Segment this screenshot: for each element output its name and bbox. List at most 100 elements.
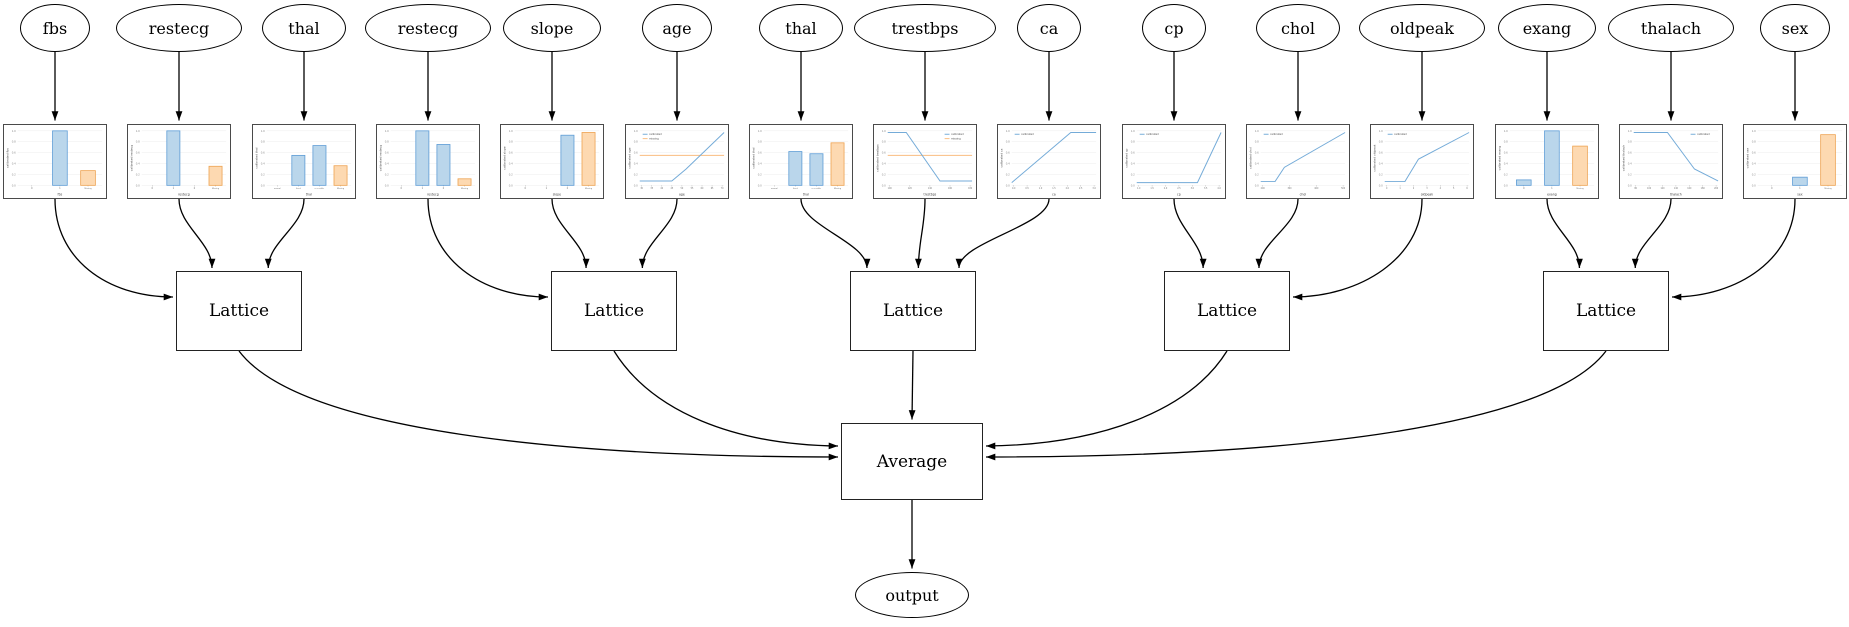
svg-text:55: 55	[691, 187, 694, 190]
svg-text:calibrated thal: calibrated thal	[751, 147, 755, 168]
svg-text:0.6: 0.6	[634, 151, 638, 155]
svg-text:0.0: 0.0	[1752, 183, 1756, 187]
input-node-ca: ca	[1017, 4, 1081, 52]
input-node-chol: chol	[1256, 4, 1340, 52]
svg-text:400: 400	[1314, 187, 1319, 190]
input-node-exang: exang	[1498, 4, 1596, 52]
svg-text:cp: cp	[1177, 193, 1181, 197]
svg-text:1.0: 1.0	[1504, 129, 1508, 133]
svg-text:3.5: 3.5	[1204, 187, 1208, 190]
svg-text:0.8: 0.8	[634, 140, 638, 144]
svg-text:0.6: 0.6	[1131, 151, 1135, 155]
svg-text:calibrated restecg: calibrated restecg	[378, 145, 382, 171]
svg-text:0.6: 0.6	[1628, 151, 1632, 155]
svg-text:0.8: 0.8	[1628, 140, 1632, 144]
svg-text:Missing: Missing	[834, 188, 842, 190]
svg-text:1.0: 1.0	[1006, 129, 1010, 133]
svg-text:0.4: 0.4	[1006, 162, 1010, 166]
svg-text:0.8: 0.8	[136, 140, 140, 144]
svg-text:100: 100	[888, 187, 893, 190]
svg-text:Missing: Missing	[212, 188, 220, 190]
svg-text:0.8: 0.8	[385, 140, 389, 144]
edge	[985, 350, 1228, 450]
svg-text:calibrated: calibrated	[649, 132, 662, 136]
svg-text:0.8: 0.8	[1131, 140, 1135, 144]
edge	[54, 198, 174, 301]
svg-text:1.0: 1.0	[1379, 129, 1383, 133]
svg-text:calibrated: calibrated	[951, 132, 964, 136]
svg-text:0.8: 0.8	[1504, 140, 1508, 144]
svg-text:calibrated restecg: calibrated restecg	[129, 145, 133, 171]
svg-text:0.8: 0.8	[12, 140, 16, 144]
svg-text:0.4: 0.4	[385, 162, 389, 166]
svg-text:0.4: 0.4	[261, 162, 265, 166]
svg-text:0: 0	[31, 187, 33, 190]
input-node-oldpeak: oldpeak	[1358, 4, 1486, 52]
lattice-node-3: Lattice	[850, 271, 976, 351]
svg-text:0.0: 0.0	[12, 183, 16, 187]
svg-text:calibrated slope: calibrated slope	[502, 146, 506, 169]
svg-text:4: 4	[1440, 187, 1442, 190]
svg-text:0.4: 0.4	[12, 162, 16, 166]
svg-text:300: 300	[1287, 187, 1292, 190]
svg-text:0.0: 0.0	[758, 183, 762, 187]
svg-text:2: 2	[1413, 187, 1415, 190]
svg-text:0.4: 0.4	[882, 162, 886, 166]
svg-text:calibrated thal: calibrated thal	[254, 147, 258, 168]
svg-text:1.0: 1.0	[1137, 187, 1141, 190]
svg-text:0.0: 0.0	[882, 183, 886, 187]
svg-text:0.8: 0.8	[509, 140, 513, 144]
edge	[638, 198, 678, 269]
svg-text:0.0: 0.0	[1504, 183, 1508, 187]
svg-text:Missing: Missing	[337, 188, 345, 190]
svg-text:0.6: 0.6	[1379, 151, 1383, 155]
input-node-cp: cp	[1142, 4, 1206, 52]
svg-text:1.0: 1.0	[758, 129, 762, 133]
edge	[1631, 198, 1672, 269]
svg-text:0.2: 0.2	[1131, 172, 1135, 176]
edge	[238, 350, 839, 461]
input-node-sex: sex	[1760, 4, 1830, 52]
svg-text:0.6: 0.6	[261, 151, 265, 155]
svg-text:missing: missing	[951, 137, 961, 141]
svg-text:1: 1	[1399, 187, 1401, 190]
svg-text:calibrated ca: calibrated ca	[999, 148, 1003, 167]
svg-text:5: 5	[1453, 187, 1455, 190]
svg-text:0: 0	[524, 187, 526, 190]
svg-text:2: 2	[194, 187, 196, 190]
svg-text:0.8: 0.8	[261, 140, 265, 144]
edge	[1671, 198, 1796, 301]
svg-text:0.6: 0.6	[509, 151, 513, 155]
svg-text:0: 0	[151, 187, 153, 190]
input-node-thal: thal	[262, 4, 346, 52]
svg-text:0.4: 0.4	[1504, 162, 1508, 166]
lattice-node-5: Lattice	[1543, 271, 1669, 351]
svg-text:0.4: 0.4	[509, 162, 513, 166]
svg-text:0.4: 0.4	[1255, 162, 1259, 166]
edge	[908, 350, 916, 420]
svg-text:Missing: Missing	[1824, 188, 1832, 190]
svg-text:calibrated: calibrated	[1146, 132, 1159, 136]
svg-text:1.0: 1.0	[509, 129, 513, 133]
svg-text:0.8: 0.8	[1255, 140, 1259, 144]
edge	[800, 198, 871, 269]
input-node-thal: thal	[759, 4, 843, 52]
svg-text:0.6: 0.6	[758, 151, 762, 155]
svg-text:500: 500	[1341, 187, 1346, 190]
svg-text:0.6: 0.6	[1255, 151, 1259, 155]
svg-text:1.0: 1.0	[261, 129, 265, 133]
svg-text:100: 100	[1647, 187, 1652, 190]
svg-text:0.6: 0.6	[136, 151, 140, 155]
svg-text:0.2: 0.2	[509, 172, 513, 176]
svg-text:140: 140	[928, 187, 933, 190]
svg-text:0.4: 0.4	[1752, 162, 1756, 166]
svg-text:0.6: 0.6	[1752, 151, 1756, 155]
